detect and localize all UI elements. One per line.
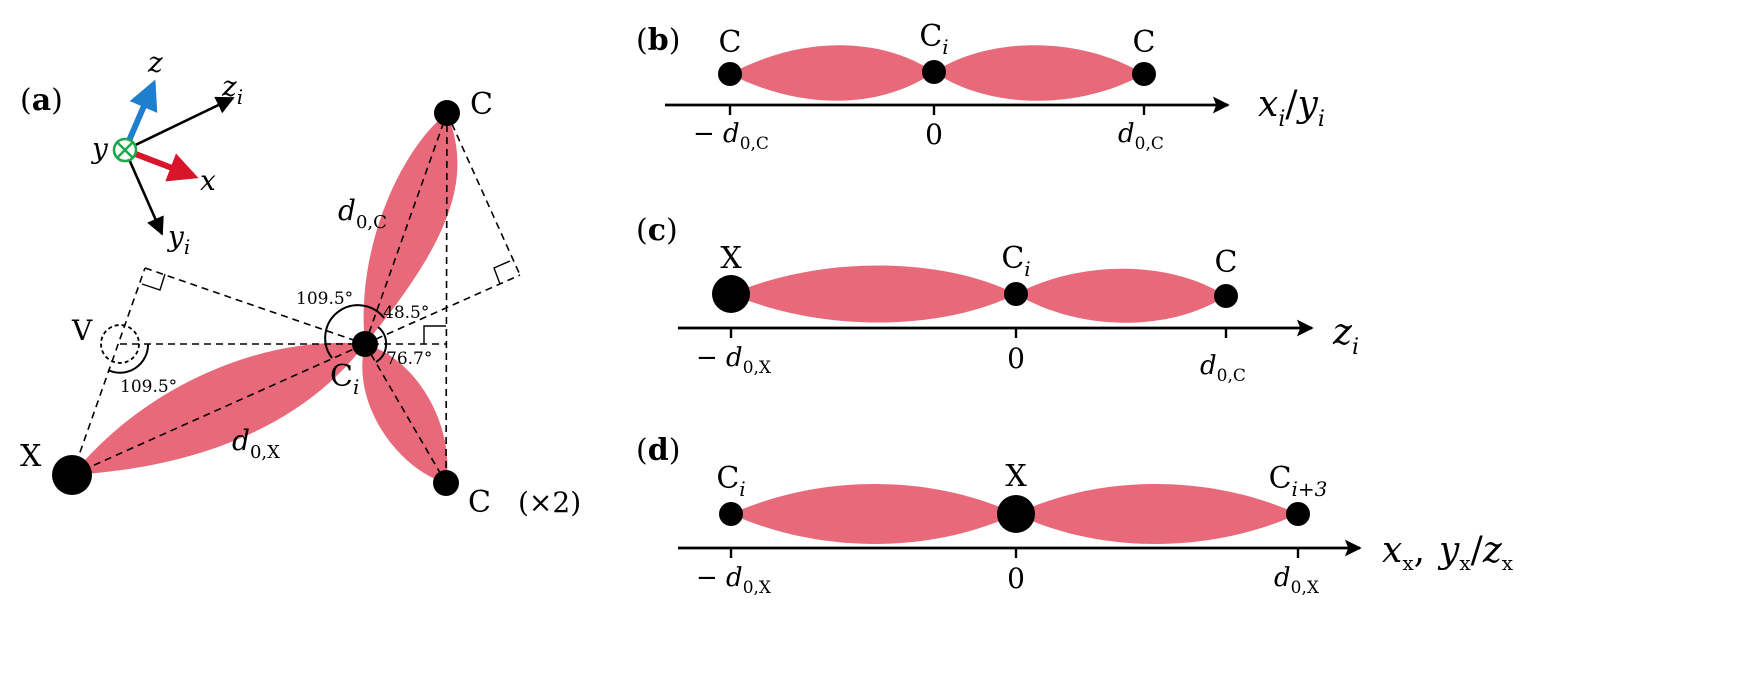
- atom-c-label: C: [1215, 245, 1238, 280]
- atom-ci: [922, 60, 946, 84]
- tick-label-mid: 0: [925, 118, 943, 151]
- atom-ci: [719, 502, 743, 526]
- bond-lobe-ci-c-top: [363, 113, 458, 344]
- tick-label-right: d0,C: [1118, 119, 1164, 154]
- atom-c-bottom: [433, 470, 459, 496]
- right-angle-marker: [423, 325, 446, 344]
- angle-arc-76: [375, 343, 388, 363]
- panel-d: (d) Ci X Ci+3 − d0,X 0 d0,X xx,yx/zx: [636, 433, 1514, 598]
- angle-label-109-upper: 109.5°: [296, 289, 353, 309]
- panel-d-label: (d): [636, 433, 680, 468]
- panel-a: (a) z zi y x yi: [20, 46, 581, 520]
- tick-label-left: − d0,C: [693, 119, 769, 154]
- axis-label: zi: [1332, 312, 1359, 360]
- atom-x-label: X: [20, 439, 42, 474]
- atom-ci-label: Ci: [330, 359, 359, 399]
- x-axis-label: x: [200, 164, 216, 197]
- bond-lobe: [1016, 484, 1298, 544]
- atom-c-top: [434, 100, 460, 126]
- angle-arcs: [107, 304, 388, 374]
- multiplicity-label: (×2): [518, 486, 581, 519]
- atom-c-left-label: C: [719, 25, 742, 60]
- angle-arc-109-upper: [324, 304, 385, 359]
- construction-lines: [71, 112, 521, 484]
- vacancy-label: V: [71, 314, 93, 347]
- atom-ci-label: Ci: [716, 461, 745, 501]
- panel-c: (c) X Ci C − d0,X 0 d0,C zi: [636, 213, 1359, 386]
- atom-x: [52, 455, 92, 495]
- coordinate-frame: z zi y x yi: [90, 46, 243, 259]
- yi-axis-arrow: [123, 149, 164, 236]
- right-angle-marker: [141, 273, 166, 291]
- atom-ci-label: Ci: [1001, 241, 1030, 281]
- angle-label-109-vacancy: 109.5°: [120, 377, 177, 397]
- atom-c-bottom-label: C: [468, 485, 491, 520]
- panel-a-label: (a): [20, 83, 63, 118]
- axis-label: xx,yx/zx: [1382, 530, 1514, 575]
- bond-lobe: [731, 265, 1016, 323]
- bond-lobe: [730, 45, 934, 101]
- tick-label-right: d0,C: [1200, 351, 1246, 386]
- tick-label-left: − d0,X: [696, 563, 772, 598]
- atom-c-right: [1132, 62, 1156, 86]
- atom-x-label: X: [1005, 459, 1027, 494]
- vacancy-site: [100, 324, 140, 364]
- atom-ci-label: Ci: [919, 19, 948, 59]
- right-angle-marker: [493, 260, 511, 285]
- angle-arc-109-vacancy: [107, 343, 150, 374]
- atom-x: [712, 275, 750, 313]
- bond-length-c-label: d0,C: [338, 194, 387, 233]
- panel-b-label: (b): [636, 23, 680, 58]
- axis-label: xi/yi: [1258, 84, 1325, 132]
- bond-lobe: [731, 484, 1016, 544]
- bond-lobe: [934, 45, 1144, 101]
- atom-c-right-label: C: [1133, 25, 1156, 60]
- y-axis-label: y: [90, 132, 109, 165]
- tick-label-right: d0,X: [1274, 563, 1320, 598]
- atom-c: [1214, 284, 1238, 308]
- tick-label-mid: 0: [1007, 342, 1025, 375]
- panel-b: (b) C Ci C − d0,C 0 d0,C xi/yi: [636, 19, 1325, 154]
- tick-label-mid: 0: [1007, 562, 1025, 595]
- yi-axis-label: yi: [166, 220, 190, 259]
- bond-length-x-label: d0,X: [232, 424, 280, 463]
- atom-c-top-label: C: [470, 87, 493, 122]
- angle-label-76: 76.7°: [386, 349, 432, 369]
- atom-ci-plus-3: [1286, 502, 1310, 526]
- panel-c-label: (c): [636, 213, 678, 248]
- atom-x-label: X: [720, 241, 742, 276]
- z-axis-label: z: [147, 46, 163, 79]
- atom-ci-plus-3-label: Ci+3: [1269, 461, 1328, 501]
- angle-label-48: 48.5°: [383, 303, 429, 323]
- zi-axis-label: zi: [221, 70, 243, 109]
- atom-ci: [352, 331, 378, 357]
- atom-x: [997, 495, 1035, 533]
- zi-axis-arrow: [124, 96, 235, 152]
- atom-c-left: [718, 62, 742, 86]
- angle-arc-48: [377, 326, 388, 345]
- atom-ci: [1004, 282, 1028, 306]
- tick-label-left: − d0,X: [696, 343, 772, 378]
- bond-lobe: [1016, 268, 1226, 323]
